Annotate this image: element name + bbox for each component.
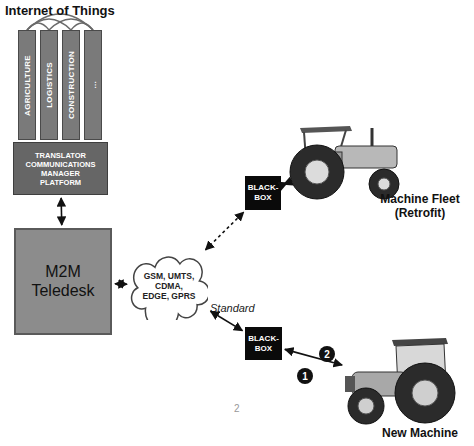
node-label: AGRICULTURE [23, 55, 32, 116]
arc [27, 23, 49, 30]
node-label: New Machine [380, 426, 460, 440]
diagram-title: Internet of Things [5, 3, 115, 18]
rim [305, 160, 329, 184]
node-label: TRANSLATOR COMMUNICATIONS MANAGER PLATFO… [26, 151, 96, 187]
arc [71, 23, 93, 30]
sector-bar: ... [84, 30, 102, 140]
link-arrow [60, 198, 62, 225]
new-machine: New Machine [345, 336, 455, 426]
sector-bar: LOGISTICS [40, 30, 58, 140]
arc [49, 19, 93, 30]
sector-bar: AGRICULTURE [18, 30, 36, 140]
rear-wheel [290, 145, 344, 199]
node-label: Machine Fleet (Retrofit) [370, 192, 470, 221]
exhaust [371, 128, 374, 146]
network-cloud: GSM, UMTS, CDMA, EDGE, GPRS [130, 252, 208, 320]
link-arrow [115, 283, 127, 285]
link-arrow [284, 183, 287, 184]
node-label: LOGISTICS [45, 62, 54, 108]
hood [335, 146, 397, 168]
teledesk-box: M2M Teledesk [14, 228, 112, 335]
callout-number: 1 [297, 368, 313, 384]
rim [358, 398, 374, 414]
cloud-shape [132, 257, 208, 320]
platform-box: TRANSLATOR COMMUNICATIONS MANAGER PLATFO… [13, 142, 108, 195]
cab-roof [300, 126, 352, 133]
retrofit-tractor [290, 126, 399, 199]
grille [345, 376, 355, 392]
rim [412, 380, 438, 406]
callout-number: 1 [302, 371, 308, 382]
rear-wheel [395, 363, 455, 423]
front-wheel [348, 388, 384, 424]
link-arrow [205, 212, 243, 250]
link-arrow [211, 311, 243, 330]
node-label: CONSTRUCTION [67, 51, 76, 119]
callout-number: 2 [324, 349, 330, 360]
sector-bar: CONSTRUCTION [62, 30, 80, 140]
node-label: GSM, UMTS, CDMA, EDGE, GPRS [141, 271, 197, 302]
page-number: 2 [234, 403, 240, 414]
node-label: ... [89, 81, 98, 89]
network-note: Standard [210, 302, 255, 314]
black-box: BLACK-BOX [245, 327, 282, 360]
node-label: BLACK-BOX [248, 334, 279, 353]
node-label: M2M Teledesk [31, 263, 94, 300]
new-tractor [345, 338, 455, 424]
machine-fleet: Machine Fleet (Retrofit) [290, 118, 400, 200]
rim [378, 178, 390, 190]
node-label: BLACK-BOX [248, 183, 279, 202]
black-box: BLACK-BOX [245, 176, 281, 210]
callout-number: 2 [319, 346, 335, 362]
